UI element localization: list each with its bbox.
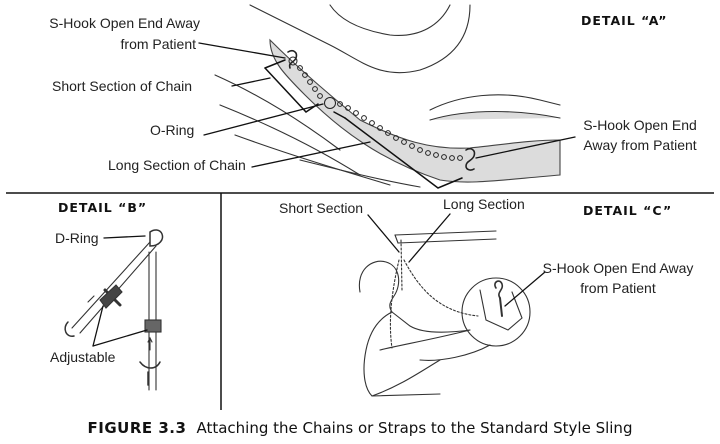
chain (287, 50, 476, 171)
detail-c-heading: DETAIL “C” (583, 203, 673, 218)
label-s-hook-left-line2: from Patient (120, 36, 196, 52)
detail-a-heading: DETAIL “A” (581, 13, 668, 28)
o-ring (324, 97, 336, 109)
label-s-hook-c-line1: S-Hook Open End Away (542, 260, 694, 276)
label-long-section-of-chain: Long Section of Chain (108, 157, 246, 173)
label-o-ring: O-Ring (150, 122, 195, 138)
patient-head (358, 260, 400, 313)
detail-c-drawing (358, 213, 546, 397)
long-section-bracket (344, 117, 463, 189)
s-hook-right (465, 148, 476, 171)
label-long-section: Long Section (443, 196, 525, 212)
label-short-section-of-chain: Short Section of Chain (52, 78, 193, 94)
figure-caption: FIGURE 3.3 Attaching the Chains or Straps… (0, 419, 720, 437)
label-s-hook-right-line2: Away from Patient (583, 137, 697, 153)
detail-a-drawing (198, 4, 576, 189)
label-s-hook-c-line2: from Patient (580, 280, 656, 296)
label-short-section: Short Section (279, 200, 364, 216)
detail-c-zoom-circle (461, 277, 531, 347)
detail-b-heading: DETAIL “B” (58, 200, 148, 215)
d-ring (149, 229, 164, 247)
label-d-ring: D-Ring (55, 230, 99, 246)
s-hook-c (494, 280, 504, 299)
s-hook-left (287, 50, 298, 69)
label-s-hook-right-line1: S-Hook Open End (583, 117, 697, 133)
label-s-hook-left-line1: S-Hook Open End Away (49, 15, 200, 31)
figure-caption-text: Attaching the Chains or Straps to the St… (196, 419, 633, 437)
sling-fabric (269, 38, 561, 183)
detail-b-drawing (64, 229, 164, 391)
figure-number: FIGURE 3.3 (87, 419, 187, 437)
label-adjustable: Adjustable (50, 349, 116, 365)
